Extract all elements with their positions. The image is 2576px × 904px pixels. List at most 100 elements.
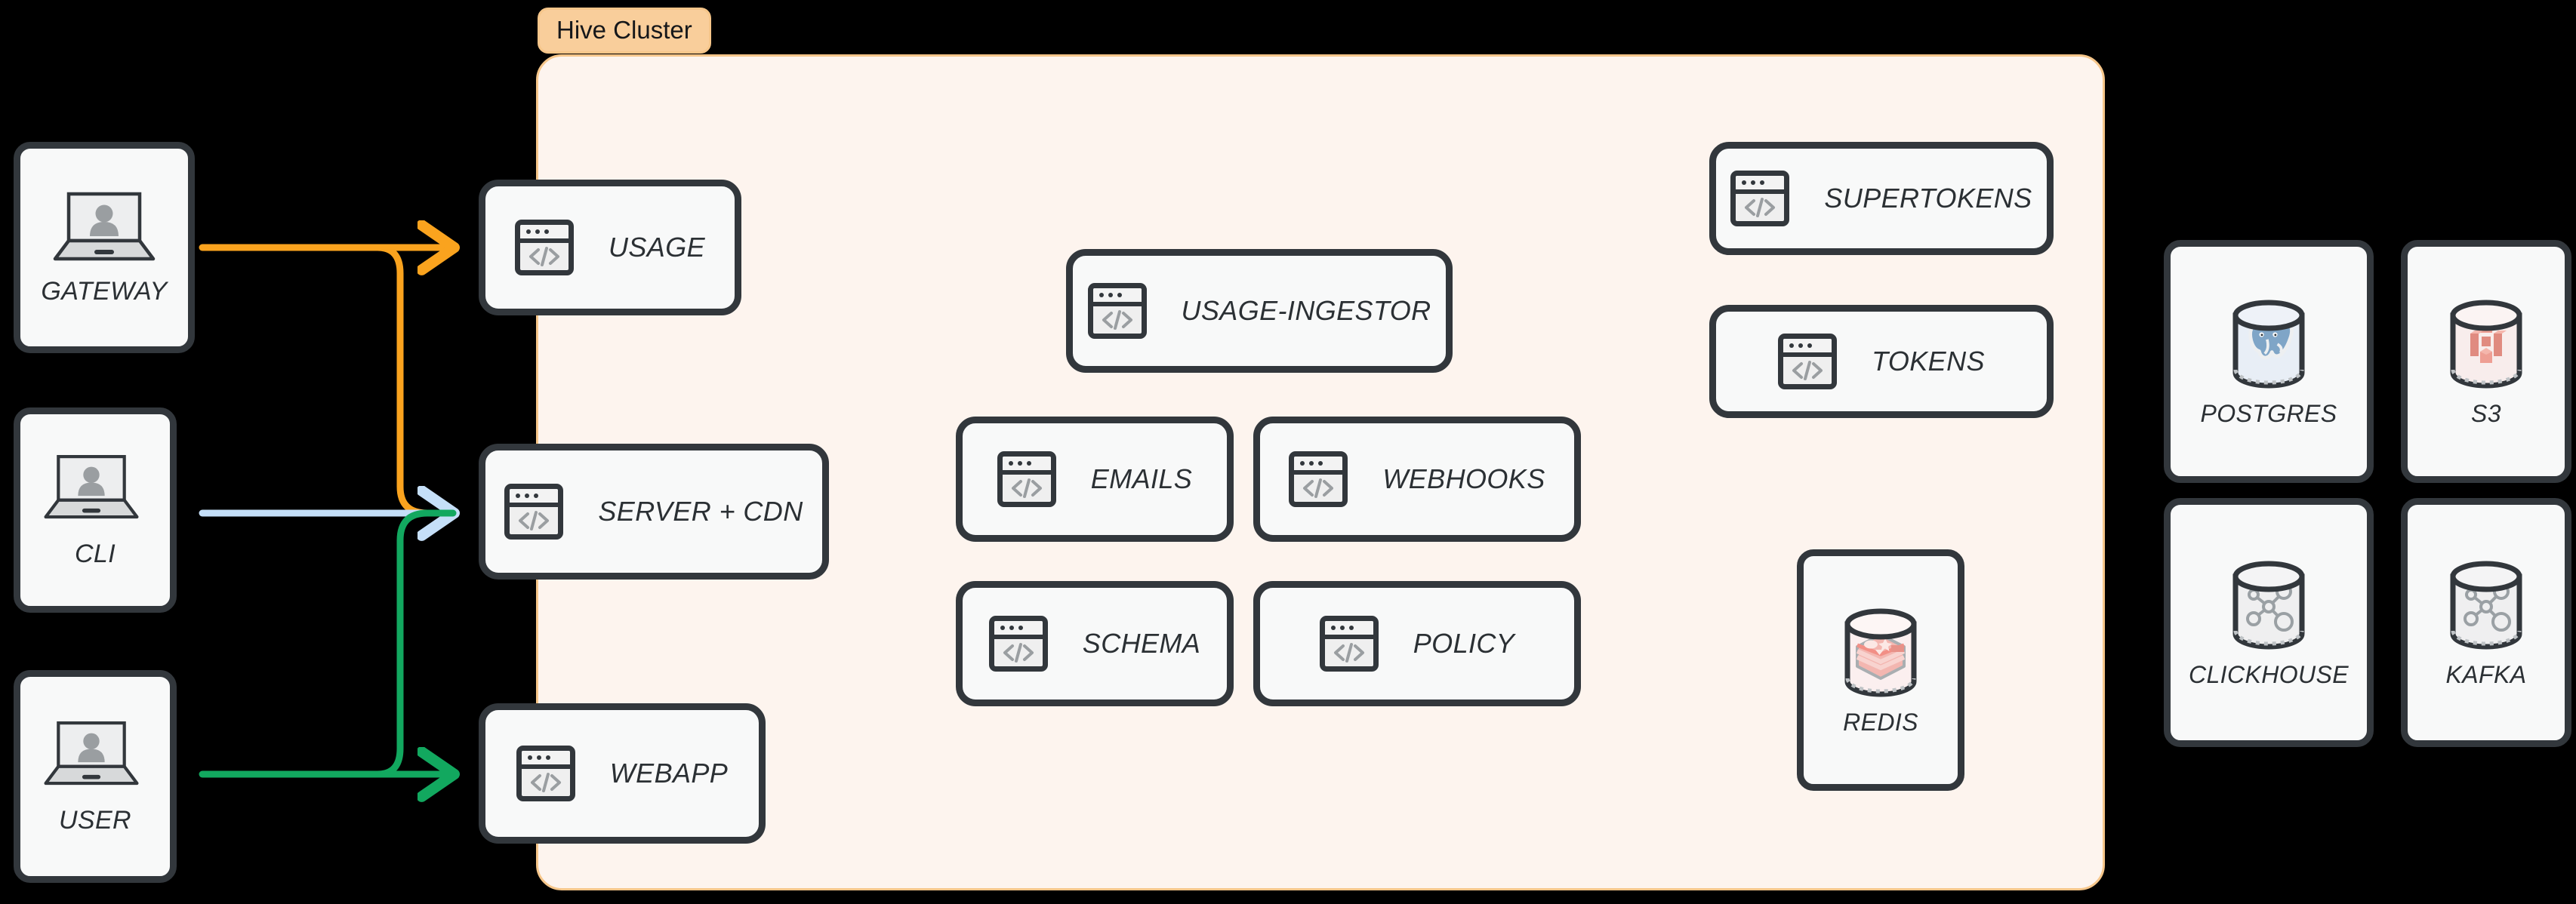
service-label: WEBHOOKS	[1382, 463, 1545, 494]
window-dot	[1117, 293, 1122, 297]
window-titlebar	[1324, 621, 1373, 639]
code-glyph	[1783, 357, 1832, 384]
datastore-label: REDIS	[1843, 709, 1918, 736]
window-dot	[1008, 461, 1013, 466]
window-dot	[516, 494, 521, 498]
service-label: WEBAPP	[609, 758, 729, 789]
service-label: POLICY	[1413, 628, 1515, 659]
window-titlebar	[510, 489, 559, 507]
code-glyph	[1736, 194, 1784, 221]
service-node-webapp[interactable]: WEBAPP	[479, 703, 766, 844]
window-dot	[527, 755, 532, 760]
service-node-schema[interactable]: SCHEMA	[956, 581, 1234, 706]
code-glyph	[1325, 639, 1373, 666]
window-dot	[1330, 626, 1336, 630]
service-node-policy[interactable]: POLICY	[1253, 581, 1581, 706]
window-dot	[1760, 180, 1765, 185]
client-label: USER	[58, 806, 132, 835]
window-dot	[535, 229, 540, 234]
datastore-label: KAFKA	[2445, 661, 2527, 688]
service-label: USAGE-INGESTOR	[1181, 295, 1431, 326]
code-glyph	[1093, 306, 1142, 334]
window-dot	[1789, 343, 1795, 348]
code-glyph	[522, 769, 570, 796]
window-dot	[1000, 626, 1005, 630]
redis-cylinder-icon	[1835, 606, 1926, 700]
client-node-cli[interactable]: CLI	[14, 407, 177, 613]
laptop-user-icon	[42, 454, 149, 526]
hive-cluster-badge: Hive Cluster	[538, 8, 711, 54]
code-glyph	[1294, 475, 1342, 502]
window-dot	[544, 229, 549, 234]
service-label: SCHEMA	[1082, 628, 1201, 659]
service-label: SUPERTOKENS	[1824, 183, 2032, 214]
code-glyph	[520, 243, 569, 270]
datastore-node-kafka[interactable]: KAFKA	[2401, 498, 2571, 747]
service-node-supertokens[interactable]: SUPERTOKENS	[1709, 142, 2054, 255]
service-node-server-cdn[interactable]: SERVER + CDN	[479, 444, 829, 580]
code-window-icon	[997, 451, 1056, 507]
window-titlebar	[521, 751, 570, 769]
service-label: USAGE	[608, 232, 706, 263]
client-node-user[interactable]: USER	[14, 670, 177, 883]
client-label: CLI	[74, 540, 116, 568]
code-window-icon	[1730, 171, 1790, 226]
window-dot	[1309, 461, 1314, 466]
window-dot	[1018, 626, 1023, 630]
window-dot	[1009, 626, 1014, 630]
service-node-webhooks[interactable]: WEBHOOKS	[1253, 417, 1581, 542]
window-dot	[525, 494, 530, 498]
client-node-gateway[interactable]: GATEWAY	[14, 142, 195, 353]
laptop-user-icon	[42, 720, 149, 792]
datastore-label: POSTGRES	[2200, 400, 2337, 427]
window-dot	[534, 494, 539, 498]
window-titlebar	[1294, 457, 1343, 475]
code-window-icon	[514, 220, 574, 275]
code-window-icon	[1778, 334, 1838, 389]
service-label: EMAILS	[1090, 463, 1193, 494]
window-dot	[1798, 343, 1804, 348]
window-dot	[1318, 461, 1323, 466]
window-dot	[1348, 626, 1354, 630]
code-window-icon	[1289, 451, 1348, 507]
service-label: TOKENS	[1872, 346, 1985, 377]
service-node-emails[interactable]: EMAILS	[956, 417, 1234, 542]
window-dot	[1300, 461, 1305, 466]
code-window-icon	[504, 484, 564, 540]
service-node-tokens[interactable]: TOKENS	[1709, 305, 2054, 418]
window-dot	[525, 229, 531, 234]
code-glyph	[1003, 475, 1051, 502]
window-dot	[536, 755, 541, 760]
window-dot	[545, 755, 550, 760]
laptop-user-icon	[51, 191, 158, 263]
window-dot	[1751, 180, 1756, 185]
edge-gateway-to-server-cdn	[374, 244, 457, 517]
datastore-label: CLICKHOUSE	[2188, 661, 2350, 688]
s3-cylinder-icon	[2441, 297, 2531, 391]
service-node-usage-ingestor[interactable]: USAGE-INGESTOR	[1066, 249, 1453, 373]
datastore-node-s3[interactable]: S3	[2401, 240, 2571, 483]
service-label: SERVER + CDN	[598, 496, 803, 527]
window-dot	[1108, 293, 1113, 297]
datastore-node-redis[interactable]: REDIS	[1797, 549, 1964, 791]
window-titlebar	[519, 225, 569, 243]
nodegraph-cylinder-icon	[2223, 558, 2314, 652]
code-window-icon	[988, 616, 1048, 672]
nodegraph-cylinder-icon	[2441, 558, 2531, 652]
client-label: GATEWAY	[41, 277, 168, 306]
datastore-node-clickhouse[interactable]: CLICKHOUSE	[2164, 498, 2374, 747]
datastore-label: S3	[2471, 400, 2501, 427]
code-window-icon	[1087, 283, 1147, 339]
window-titlebar	[1002, 457, 1051, 475]
window-dot	[1807, 343, 1813, 348]
service-node-usage[interactable]: USAGE	[479, 180, 741, 315]
window-dot	[1339, 626, 1345, 630]
code-window-icon	[516, 746, 575, 801]
postgres-cylinder-icon	[2223, 297, 2314, 391]
window-dot	[1742, 180, 1747, 185]
code-window-icon	[1319, 616, 1379, 672]
window-dot	[1017, 461, 1022, 466]
datastore-node-postgres[interactable]: POSTGRES	[2164, 240, 2374, 483]
window-titlebar	[1092, 288, 1142, 306]
